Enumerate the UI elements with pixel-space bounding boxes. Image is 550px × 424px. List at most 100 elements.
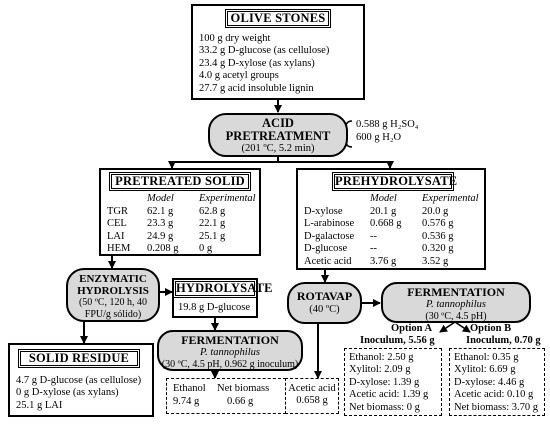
row-label: D-glucose [304, 243, 348, 255]
option-a-line: Acetic acid: 1.39 g [349, 389, 429, 401]
olive-stones-line: 4.0 g acetyl groups [199, 70, 279, 82]
hydrolysate-box: HYDROLYSATE 19.8 g D-glucose [172, 278, 272, 318]
fermentation-2-title: FERMENTATION [407, 285, 505, 299]
fermentation-conditions: (30 ºC, 4.5 pH, 0.962 g inoculum) [161, 359, 299, 370]
table-row: D-galactose -- 0.536 g [304, 231, 479, 244]
olive-stones-title: OLIVE STONES [225, 9, 331, 28]
model-value: 24.9 g [147, 230, 174, 242]
row-label: Acetic acid [304, 255, 352, 267]
arrow-to-option-b [454, 321, 471, 333]
experimental-value: 0 g [199, 243, 213, 255]
experimental-value: 0.320 g [422, 243, 454, 255]
experimental-value: 0.576 g [422, 218, 454, 230]
row-label: TGR [107, 205, 128, 217]
table-header: Model [370, 193, 397, 204]
hydrolysate-title: HYDROLYSATE [173, 279, 272, 298]
enzymatic-conditions: FPU/g sólido) [84, 309, 142, 320]
row-label: D-xylose [304, 205, 343, 217]
enzymatic-conditions: (50 ºC, 120 h, 40 [78, 297, 148, 308]
experimental-value: 0.536 g [422, 230, 454, 242]
table-header: Experimental [199, 193, 256, 204]
table-row: LAI 24.9 g 25.1 g [107, 231, 256, 244]
acid-pretreatment-inputs: 0.588 g H₂SO₄ 600 g H₂O [356, 119, 418, 145]
row-label: D-galactose [304, 230, 355, 242]
model-value: 62.1 g [147, 205, 174, 217]
experimental-value: 20.0 g [422, 205, 449, 217]
table-row: CEL 23.3 g 22.1 g [107, 218, 256, 231]
option-a-results-box: Ethanol: 2.50 g Xylitol: 2.09 g D-xylose… [344, 348, 442, 416]
row-label: L-arabinose [304, 218, 355, 230]
row-label: HEM [107, 243, 131, 255]
fermentation-result-table: Ethanol Net biomass 9.74 g 0.66 g [173, 383, 269, 408]
row-label: LAI [107, 230, 125, 242]
olive-stones-line: 33.2 g D-glucose (as cellulose) [199, 45, 330, 57]
fermentation-result-box: Ethanol Net biomass 9.74 g 0.66 g [166, 378, 286, 414]
table-header [107, 193, 147, 206]
fermentation-title: FERMENTATION [181, 333, 279, 347]
option-b-line: D-xylose: 4.46 g [454, 376, 525, 388]
experimental-value: 25.1 g [199, 230, 226, 242]
option-b-line: Xylitol: 6.69 g [454, 364, 516, 376]
table-header [304, 193, 370, 206]
table-row: L-arabinose 0.668 g 0.576 g [304, 218, 479, 231]
table-header: Model [147, 193, 174, 204]
acetic-acid-value: 0.658 g [296, 395, 328, 407]
table-row: D-xylose 20.1 g 20.0 g [304, 206, 479, 219]
enzymatic-title: ENZYMATIC [79, 273, 147, 285]
option-a-line: D-xylose: 1.39 g [349, 376, 420, 388]
enzymatic-hydrolysis-node: ENZYMATIC HYDROLYSIS (50 ºC, 120 h, 40 F… [66, 268, 160, 322]
model-value: 3.76 g [370, 255, 397, 267]
acid-pretreatment-conditions: (201 ºC, 5.2 min) [241, 143, 315, 154]
enzymatic-title: HYDROLYSIS [77, 285, 149, 297]
fermentation-2-node: FERMENTATION P. tannophilus (30 ºC, 4.5 … [381, 282, 531, 323]
table-header: Experimental [422, 193, 479, 204]
prehydrolysate-table: Model Experimental D-xylose 20.1 g 20.0 … [304, 193, 479, 269]
pretreated-solid-box: PRETREATED SOLID Model Experimental TGR … [99, 168, 261, 256]
experimental-value: 62.8 g [199, 205, 226, 217]
result-value: 9.74 g [173, 395, 200, 407]
fermentation-organism: P. tannophilus [200, 347, 260, 358]
acetic-acid-label: Acetic acid [288, 383, 336, 394]
option-b-line: Ethanol: 0.35 g [454, 352, 519, 363]
option-a-line: Net biomass: 0 g [349, 401, 420, 413]
option-a-inoculum: Inoculum, 5.56 g [360, 335, 435, 346]
model-value: 23.3 g [147, 218, 174, 230]
olive-stones-composition: 100 g dry weight 33.2 g D-glucose (as ce… [199, 33, 329, 95]
option-b-inoculum: Inoculum, 0.70 g [466, 335, 541, 346]
fermentation-2-organism: P. tannophilus [426, 299, 486, 310]
result-header: Ethanol [173, 383, 206, 394]
prehydrolysate-title: PREHYDROLYSATE [332, 172, 457, 191]
option-b-label: Option B [470, 323, 512, 334]
fermentation-node: FERMENTATION P. tannophilus (30 ºC, 4.5 … [157, 330, 303, 371]
model-value: -- [370, 230, 377, 242]
reagent-line: 0.588 g H₂SO₄ [356, 119, 419, 130]
option-a-line: Xylitol: 2.09 g [349, 364, 411, 376]
solid-residue-box: SOLID RESIDUE 4.7 g D-glucose (as cellul… [8, 343, 154, 417]
rotavap-conditions: (40 ºC) [309, 304, 340, 315]
experimental-value: 22.1 g [199, 218, 226, 230]
acid-pretreatment-title: PRETREATMENT [225, 129, 331, 143]
residue-line: 0 g D-xylose (as xylans) [16, 387, 119, 399]
reagent-line: 600 g H₂O [356, 132, 402, 144]
rotavap-title: ROTAVAP [296, 289, 353, 303]
pretreated-solid-table: Model Experimental TGR 62.1 g 62.8 g CEL… [107, 193, 256, 256]
result-value: 0.66 g [227, 395, 254, 407]
olive-stones-line: 23.4 g D-xylose (as xylans) [199, 57, 315, 69]
rotavap-node: ROTAVAP (40 ºC) [287, 282, 362, 324]
olive-stones-box: OLIVE STONES 100 g dry weight 33.2 g D-g… [191, 4, 365, 100]
table-row: D-glucose -- 0.320 g [304, 243, 479, 256]
result-header: Net biomass [217, 383, 270, 394]
model-value: 20.1 g [370, 205, 397, 217]
experimental-value: 3.52 g [422, 255, 449, 267]
arrow-to-option-a [439, 321, 456, 333]
prehydrolysate-box: PREHYDROLYSATE Model Experimental D-xylo… [296, 168, 486, 270]
model-value: 0.668 g [370, 218, 402, 230]
acid-pretreatment-title: ACID [262, 116, 294, 130]
table-row: HEM 0.208 g 0 g [107, 243, 256, 256]
acetic-acid-box: Acetic acid 0.658 g [285, 378, 339, 414]
model-value: 0.208 g [147, 243, 179, 255]
solid-residue-title: SOLID RESIDUE [18, 349, 140, 368]
option-b-line: Acetic acid: 0.10 g [454, 389, 534, 401]
option-b-results-box: Ethanol: 0.35 g Xylitol: 6.69 g D-xylose… [449, 348, 545, 416]
